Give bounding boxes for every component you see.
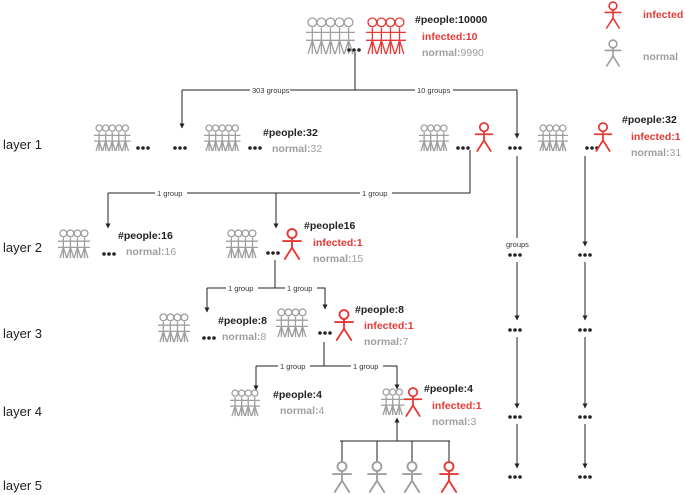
l5-infected-person-icon (439, 461, 459, 493)
column-ellipsis (578, 253, 592, 257)
l3-group-crowd (158, 313, 190, 343)
l1-infected-group-ellipsis (456, 146, 470, 150)
layer-label: layer 2 (3, 240, 42, 255)
l3-mid-people-count: #people:8 (355, 304, 404, 316)
edge-label-bg (250, 85, 290, 95)
l1-group-ellipsis (136, 146, 150, 150)
l2-mid-people-count: #people16 (304, 220, 356, 232)
edge-label-1-group: 1 group (287, 284, 312, 293)
column-ellipsis (508, 475, 522, 479)
connector-arrow (324, 365, 400, 390)
column-ellipsis (578, 415, 592, 419)
l2-group-crowd (58, 229, 90, 259)
l3-group-ellipsis (318, 331, 332, 335)
l3-mid-normal-count: normal:7 (364, 336, 409, 348)
layer-label: layer 5 (3, 478, 42, 493)
layer-label: layer 1 (3, 137, 42, 152)
l2-mid-normal-count: normal:15 (313, 253, 363, 265)
l2-infected-person-icon (282, 228, 302, 260)
l3-left-normal-count: normal:8 (222, 331, 267, 343)
l1-infected-person-icon (474, 122, 494, 152)
column-ellipsis (508, 328, 522, 332)
column-ellipsis (508, 253, 522, 257)
edge-label-groups: groups (506, 240, 529, 249)
l4-left-people-count: #people:4 (273, 389, 322, 401)
l1-group-ellipsis (248, 146, 262, 150)
layer-label: layer 4 (3, 404, 42, 419)
root-normal-crowd (306, 17, 355, 55)
l4-group-crowd (230, 389, 260, 417)
edge-label-1-group: 1 group (157, 189, 182, 198)
legend-infected-label: infected (643, 9, 683, 21)
l5-normal-person-icon (332, 461, 352, 493)
l3-infected-person-icon (334, 309, 354, 341)
l1-right-infected-count: infected:1 (631, 131, 681, 143)
edge-label-bg (285, 283, 317, 293)
column-ellipsis (508, 415, 522, 419)
root-infected-count: infected:10 (422, 31, 478, 43)
l5-normal-person-icon (367, 461, 387, 493)
l2-infected-group-crowd (226, 229, 258, 259)
legend-normal-label: normal (643, 51, 678, 63)
l5-normal-person-icon (402, 461, 422, 493)
edge-label-bg (155, 188, 187, 198)
column-ellipsis (578, 328, 592, 332)
l1-infected-group-crowd (419, 124, 449, 152)
l1-group-crowd (538, 124, 568, 152)
l2-mid-infected-count: infected:1 (313, 237, 363, 249)
layer-label: layer 3 (3, 326, 42, 341)
legend-normal-person-icon (604, 39, 622, 67)
edge-label-1-group: 1 group (280, 362, 305, 371)
l1-group-crowd (204, 124, 241, 152)
edge-label-1-group: 1 group (228, 284, 253, 293)
l1-infected-person-icon (593, 122, 613, 152)
l1-group-crowd (94, 124, 131, 152)
root-infected-crowd (366, 17, 406, 55)
l1-left-normal-count: normal:32 (272, 143, 322, 155)
l4-mid-normal-count: normal:3 (432, 416, 477, 428)
l3-mid-infected-count: infected:1 (364, 320, 414, 332)
edge-label-bg (351, 361, 383, 371)
l4-infected-group-crowd (381, 388, 405, 416)
l3-infected-group-crowd (276, 308, 308, 338)
l3-group-ellipsis (202, 336, 216, 340)
l1-right-people-count: #poeple:32 (622, 114, 677, 126)
l1-more-groups-ellipsis (173, 146, 187, 150)
edge-label-1-group: 1 group (362, 189, 387, 198)
l1-right-normal-count: normal:31 (631, 147, 681, 159)
legend-infected-person-icon (604, 1, 622, 29)
edge-label-bg (415, 85, 453, 95)
l3-left-people-count: #people:8 (218, 315, 267, 327)
edge-label-10-groups: 10 groups (417, 86, 451, 95)
edge-label-303-groups: 303 groups (252, 86, 290, 95)
edge-label-1-group: 1 group (353, 362, 378, 371)
root-normal-count: normal:9990 (422, 47, 484, 59)
edge-label-bg (503, 239, 535, 249)
connector-line (108, 150, 471, 194)
root-people-count: #people:10000 (415, 14, 488, 26)
l4-infected-person-icon (403, 387, 423, 417)
edge-label-bg (278, 361, 310, 371)
l2-group-ellipsis (266, 251, 280, 255)
l2-left-people-count: #people:16 (118, 230, 173, 242)
l4-left-normal-count: normal:4 (280, 405, 325, 417)
edge-label-bg (360, 188, 392, 198)
l2-left-normal-count: normal:16 (126, 246, 176, 258)
l2-group-ellipsis (102, 252, 116, 256)
l4-mid-people-count: #people:4 (424, 383, 473, 395)
column-ellipsis (578, 475, 592, 479)
l4-mid-infected-count: infected:1 (432, 400, 482, 412)
l1-more-groups-ellipsis (508, 146, 522, 150)
root-ellipsis (347, 48, 361, 52)
l1-left-people-count: #people:32 (263, 127, 318, 139)
edge-label-bg (226, 283, 258, 293)
